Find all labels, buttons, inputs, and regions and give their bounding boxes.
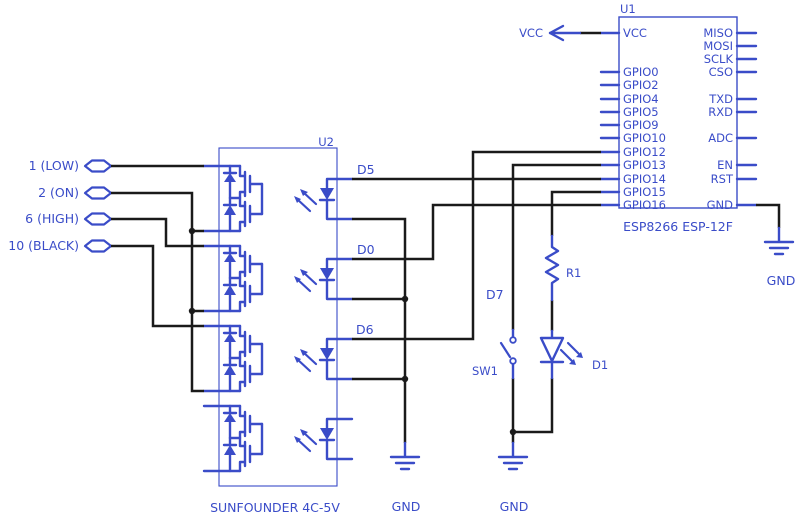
u1-pin-label-gpio5: GPIO5 bbox=[623, 105, 659, 119]
u1-pin-label-gpio9: GPIO9 bbox=[623, 118, 659, 132]
junction-dot bbox=[509, 428, 517, 436]
connector-2-on: 2 (ON) bbox=[38, 185, 113, 200]
opto-channel-2 bbox=[202, 244, 354, 313]
net-label-d6: D6 bbox=[356, 322, 374, 337]
wire-net-d6 bbox=[352, 150, 601, 341]
u1-pin-label-miso: MISO bbox=[703, 26, 733, 40]
led-emission-arrows bbox=[559, 341, 581, 363]
u1-pin-label-gpio2: GPIO2 bbox=[623, 78, 659, 92]
connector-1-low: 1 (LOW) bbox=[29, 158, 113, 173]
led-triangle bbox=[539, 336, 565, 363]
switch-contact bbox=[509, 336, 517, 344]
u1-pin-label-txd: TXD bbox=[708, 92, 733, 106]
wire-conn10-to-u2 bbox=[111, 244, 204, 328]
switch-lever bbox=[499, 341, 512, 359]
junction-dot bbox=[401, 375, 409, 383]
wire-d1-to-gnd bbox=[513, 378, 554, 434]
u1-pin-label-gpio13: GPIO13 bbox=[623, 158, 666, 172]
u1-pin-label-gpio15: GPIO15 bbox=[623, 185, 666, 199]
connector-flag bbox=[83, 212, 113, 226]
u2-body bbox=[218, 147, 338, 487]
u1-pin-label-sclk: SCLK bbox=[704, 52, 734, 66]
vcc-label: VCC bbox=[519, 26, 543, 40]
connector-label: 1 (LOW) bbox=[29, 158, 79, 173]
net-label-d7: D7 bbox=[486, 287, 504, 302]
connector-label: 6 (HIGH) bbox=[25, 211, 79, 226]
u1-left-pin-stubs bbox=[599, 31, 621, 207]
opto-channel-3 bbox=[202, 324, 354, 393]
u1-pin-label-rxd: RXD bbox=[708, 105, 733, 119]
net-label-d0: D0 bbox=[357, 242, 375, 257]
wire-u1-gnd bbox=[756, 203, 781, 228]
gnd-symbol bbox=[763, 226, 795, 256]
u1-symbol: U1 ESP8266 ESP-12F VCC GPIO0 GPIO2 GPIO4… bbox=[599, 2, 758, 234]
junction-dots bbox=[188, 227, 517, 436]
u1-pin-label-vcc: VCC bbox=[623, 26, 647, 40]
u1-pin-label-en: EN bbox=[717, 158, 733, 172]
junction-dot bbox=[188, 307, 196, 315]
connector-10-black: 10 (BLACK) bbox=[8, 238, 113, 253]
u1-pin-label-gpio14: GPIO14 bbox=[623, 172, 666, 186]
switch-sw1: SW1 bbox=[472, 328, 517, 380]
gnd-symbol bbox=[497, 441, 529, 471]
junction-dot bbox=[188, 227, 196, 235]
gnd-mid: GND bbox=[389, 441, 421, 514]
connector-flag bbox=[83, 239, 113, 253]
u1-pin-label-gnd: GND bbox=[707, 198, 734, 212]
led-arrowhead bbox=[569, 359, 576, 365]
connector-6-high: 6 (HIGH) bbox=[25, 211, 113, 226]
u1-ref-label: U1 bbox=[620, 2, 636, 16]
net-label-d5: D5 bbox=[357, 162, 375, 177]
u1-pin-label-gpio16: GPIO16 bbox=[623, 198, 666, 212]
u1-pin-label-gpio10: GPIO10 bbox=[623, 131, 666, 145]
wire-conn6-to-u2 bbox=[111, 217, 204, 248]
u1-pin-label-cso: CSO bbox=[709, 65, 733, 79]
u1-part-label: ESP8266 ESP-12F bbox=[623, 219, 733, 234]
junction-dot bbox=[401, 295, 409, 303]
vcc-arrow-glyph bbox=[548, 24, 582, 42]
switch-contact bbox=[509, 357, 517, 365]
led-d1: D1 bbox=[539, 329, 608, 380]
wire-gpio15-to-r1 bbox=[550, 190, 601, 236]
connector-flag bbox=[83, 159, 113, 173]
r1-label: R1 bbox=[566, 266, 581, 280]
wires bbox=[111, 31, 781, 443]
gnd-sw: GND bbox=[497, 441, 529, 514]
d1-label: D1 bbox=[592, 358, 608, 372]
gnd-label: GND bbox=[392, 499, 421, 514]
connector-label: 10 (BLACK) bbox=[8, 238, 79, 253]
connector-flag bbox=[83, 186, 113, 200]
u1-pin-label-mosi: MOSI bbox=[703, 39, 733, 53]
u1-right-pin-stubs bbox=[735, 31, 758, 207]
wire-net-d7-to-sw1 bbox=[511, 163, 601, 330]
u1-pin-label-gpio0: GPIO0 bbox=[623, 65, 659, 79]
u2-ref-label: U2 bbox=[318, 135, 334, 149]
u1-pin-label-gpio12: GPIO12 bbox=[623, 145, 666, 159]
gnd-u1: GND bbox=[763, 226, 796, 288]
gnd-label: GND bbox=[500, 499, 529, 514]
u2-part-label: SUNFOUNDER 4C-5V bbox=[210, 500, 340, 515]
vcc-arrow: VCC bbox=[519, 24, 582, 42]
wire-net-d0 bbox=[352, 203, 601, 261]
resistor-r1: R1 bbox=[544, 234, 581, 302]
connector-label: 2 (ON) bbox=[38, 185, 79, 200]
resistor-glyph bbox=[544, 234, 560, 302]
opto-channel-4 bbox=[202, 404, 354, 473]
gnd-label: GND bbox=[767, 273, 796, 288]
sw1-label: SW1 bbox=[472, 364, 498, 378]
gnd-symbol bbox=[389, 441, 421, 471]
u1-pin-label-rst: RST bbox=[711, 172, 734, 186]
opto-channel-1 bbox=[202, 164, 354, 233]
u2-symbol: U2 SUNFOUNDER 4C-5V bbox=[202, 135, 354, 515]
wire-conn2-bus bbox=[111, 191, 204, 393]
led-arrowhead bbox=[576, 352, 583, 358]
u1-pin-label-adc: ADC bbox=[708, 131, 733, 145]
wire-ch1-to-gnd bbox=[352, 217, 407, 443]
u1-pin-label-gpio4: GPIO4 bbox=[623, 92, 659, 106]
